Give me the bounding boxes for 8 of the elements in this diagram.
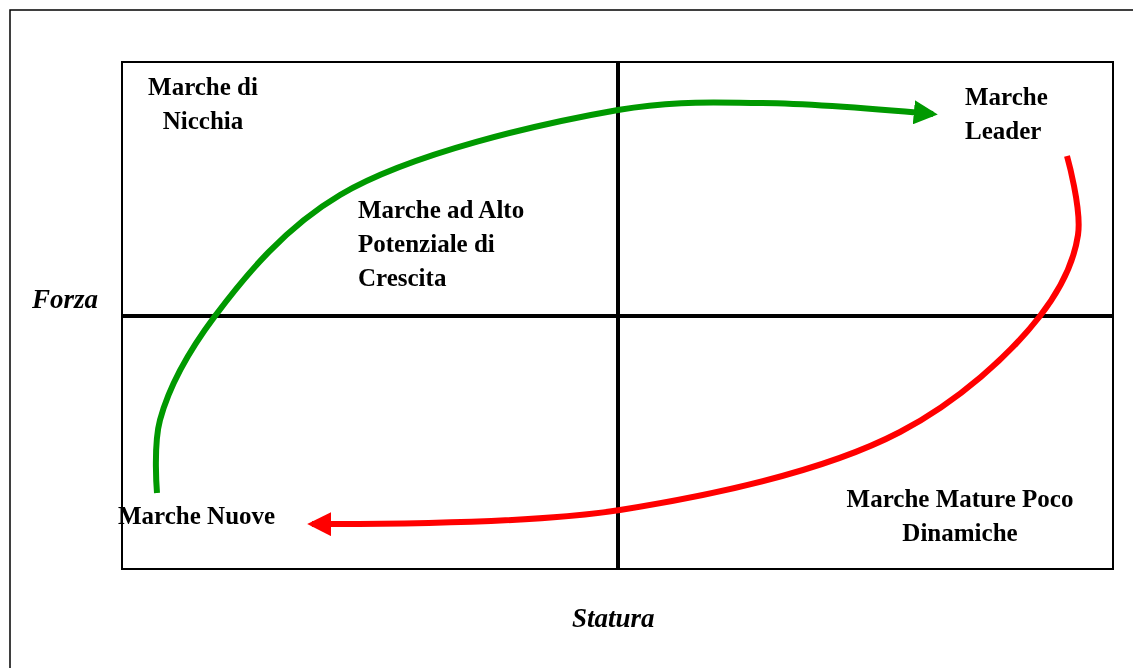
curved-arrow [152,99,938,494]
curved-arrow [307,155,1082,537]
quadrant-label: Marche Leader [935,80,1075,148]
axis-label: Forza [32,284,99,315]
quadrant-label: Marche di Nicchia [128,70,278,138]
quadrant-label: Marche Mature Poco Dinamiche [815,482,1105,550]
quadrant-label: Marche ad Alto Potenziale di Crescita [358,193,558,295]
axis-label: Statura [572,603,655,634]
